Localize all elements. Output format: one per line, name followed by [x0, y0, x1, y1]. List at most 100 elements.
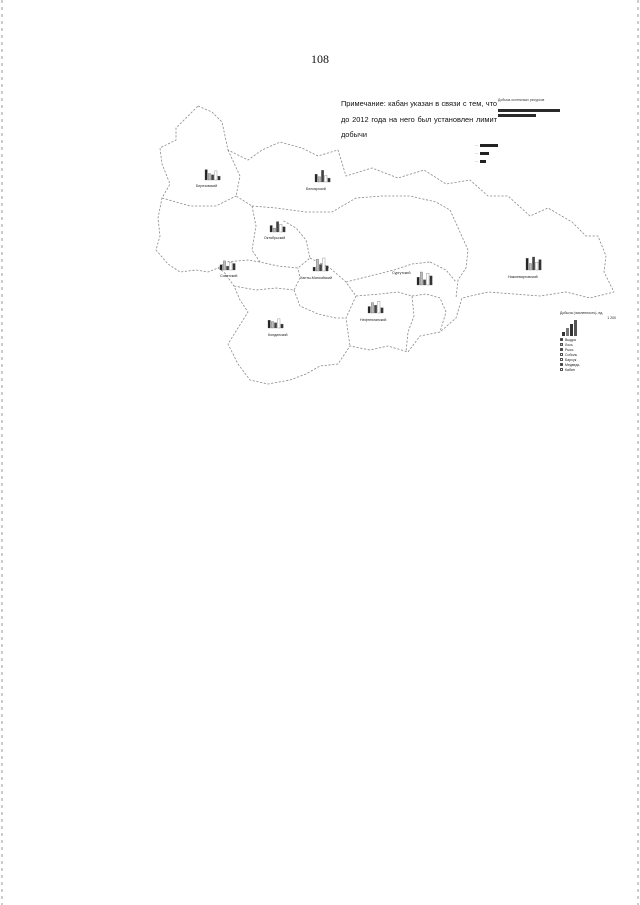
region-bar — [325, 265, 329, 272]
legend-species-item: Соболь — [560, 352, 620, 357]
region-label: Ханты-Мансийский — [300, 276, 333, 280]
region-bar — [377, 301, 381, 314]
legend-swatch — [560, 348, 563, 351]
region-bar — [371, 302, 374, 314]
legend-species-label: Выдра — [565, 337, 576, 342]
region-label: Березовский — [196, 184, 218, 188]
region-bar — [282, 226, 286, 233]
mini-legend-row-1: — — [462, 142, 498, 148]
boundary-surgut-nv — [449, 209, 469, 299]
region-chart-5 — [312, 257, 329, 272]
legend-species-label: Кабан — [565, 367, 575, 372]
boundary-berezovsky-south — [161, 195, 237, 207]
region-bar — [279, 224, 283, 233]
region-chart-4 — [219, 260, 236, 271]
page-number: 108 — [311, 52, 329, 66]
region-bar — [232, 263, 236, 271]
legend-species-label: Рысь — [565, 347, 574, 352]
boundary-surgut-west — [345, 261, 431, 283]
region-bar — [277, 318, 281, 329]
region-bar — [420, 271, 423, 286]
region-bar — [529, 263, 532, 271]
legend-species-sample-bars — [562, 320, 577, 336]
region-bar — [276, 221, 279, 233]
region-bar — [316, 259, 319, 272]
bar-layer — [204, 169, 542, 329]
boundary-khm — [309, 257, 357, 347]
legend-swatch — [560, 343, 563, 346]
region-bar — [416, 277, 420, 286]
region-bar — [322, 257, 326, 272]
region-chart-6 — [416, 271, 433, 286]
region-chart-8 — [367, 301, 384, 314]
region-label: Сургутский — [392, 271, 411, 275]
region-bar — [380, 307, 384, 314]
boundary-oktyabrsky — [251, 205, 311, 269]
region-bar — [367, 306, 371, 314]
legend-species-item: Выдра — [560, 337, 620, 342]
map-outline — [155, 105, 615, 385]
region-chart-1 — [204, 169, 221, 181]
region-bar — [312, 266, 316, 272]
legend-harvest-bar-2 — [498, 114, 536, 117]
boundary-north — [251, 195, 451, 213]
region-bar — [423, 279, 426, 286]
region-bar — [525, 258, 529, 271]
region-bar — [324, 175, 328, 183]
region-bar — [226, 265, 229, 271]
region-bar — [219, 264, 223, 271]
region-bar — [214, 170, 218, 181]
legend-species-item: Рысь — [560, 347, 620, 352]
legend-harvest-title: Добыча охотничьих ресурсов — [498, 98, 545, 102]
region-bar — [318, 176, 321, 183]
region-bar — [217, 175, 221, 181]
legend-species-item: Лось — [560, 342, 620, 347]
region-bar — [321, 170, 324, 183]
region-chart-3 — [269, 221, 286, 233]
legend-species-scale: 1 200 — [607, 316, 616, 320]
region-bar — [267, 320, 271, 329]
legend-swatch — [560, 338, 563, 341]
mini-legend-row-2: — — [462, 150, 489, 156]
boundary-sovetsky-south — [233, 267, 301, 291]
region-bar — [429, 275, 433, 286]
region-bar — [273, 227, 276, 233]
region-bar — [538, 259, 542, 271]
legend-species-item: Кабан — [560, 367, 620, 372]
region-bar — [223, 260, 226, 271]
legend-swatch — [560, 368, 563, 371]
region-label: Нижневартовский — [508, 275, 538, 279]
boundary-surgut-east — [429, 261, 457, 283]
scan-edge-right — [637, 0, 639, 905]
legend-species-title: Добыча (численность), ед. — [560, 311, 604, 315]
legend-swatch — [560, 358, 563, 361]
mini-legend-row-3: — — [462, 158, 486, 164]
region-label: Советский — [220, 274, 238, 278]
boundary-nefteyugansk — [355, 291, 415, 353]
legend-species-label: Медведь — [565, 362, 580, 367]
region-label: Октябрьский — [264, 236, 286, 240]
region-label: Нефтеюганский — [360, 318, 387, 322]
region-bar — [532, 256, 535, 271]
region-bar — [280, 323, 284, 329]
region-bar — [426, 273, 430, 286]
legend-harvest: Добыча охотничьих ресурсов — [498, 98, 598, 117]
legend-species-label: Барсук — [565, 357, 577, 362]
region-bar — [271, 321, 274, 329]
region-bar — [229, 262, 233, 271]
region-bar — [535, 262, 539, 271]
region-bar — [314, 174, 318, 183]
boundary-berezovsky-beloyarsky — [227, 149, 253, 207]
legend-swatch — [560, 353, 563, 356]
legend-species-label: Лось — [565, 342, 573, 347]
region-bar — [274, 322, 277, 329]
legend-species-item: Медведь — [560, 362, 620, 367]
legend-species-label: Соболь — [565, 352, 578, 357]
boundary-surgut-south — [411, 293, 447, 333]
region-label: Белоярский — [306, 187, 326, 191]
region-chart-7 — [525, 256, 542, 271]
region-chart-9 — [267, 318, 284, 329]
region-bar — [208, 173, 211, 181]
